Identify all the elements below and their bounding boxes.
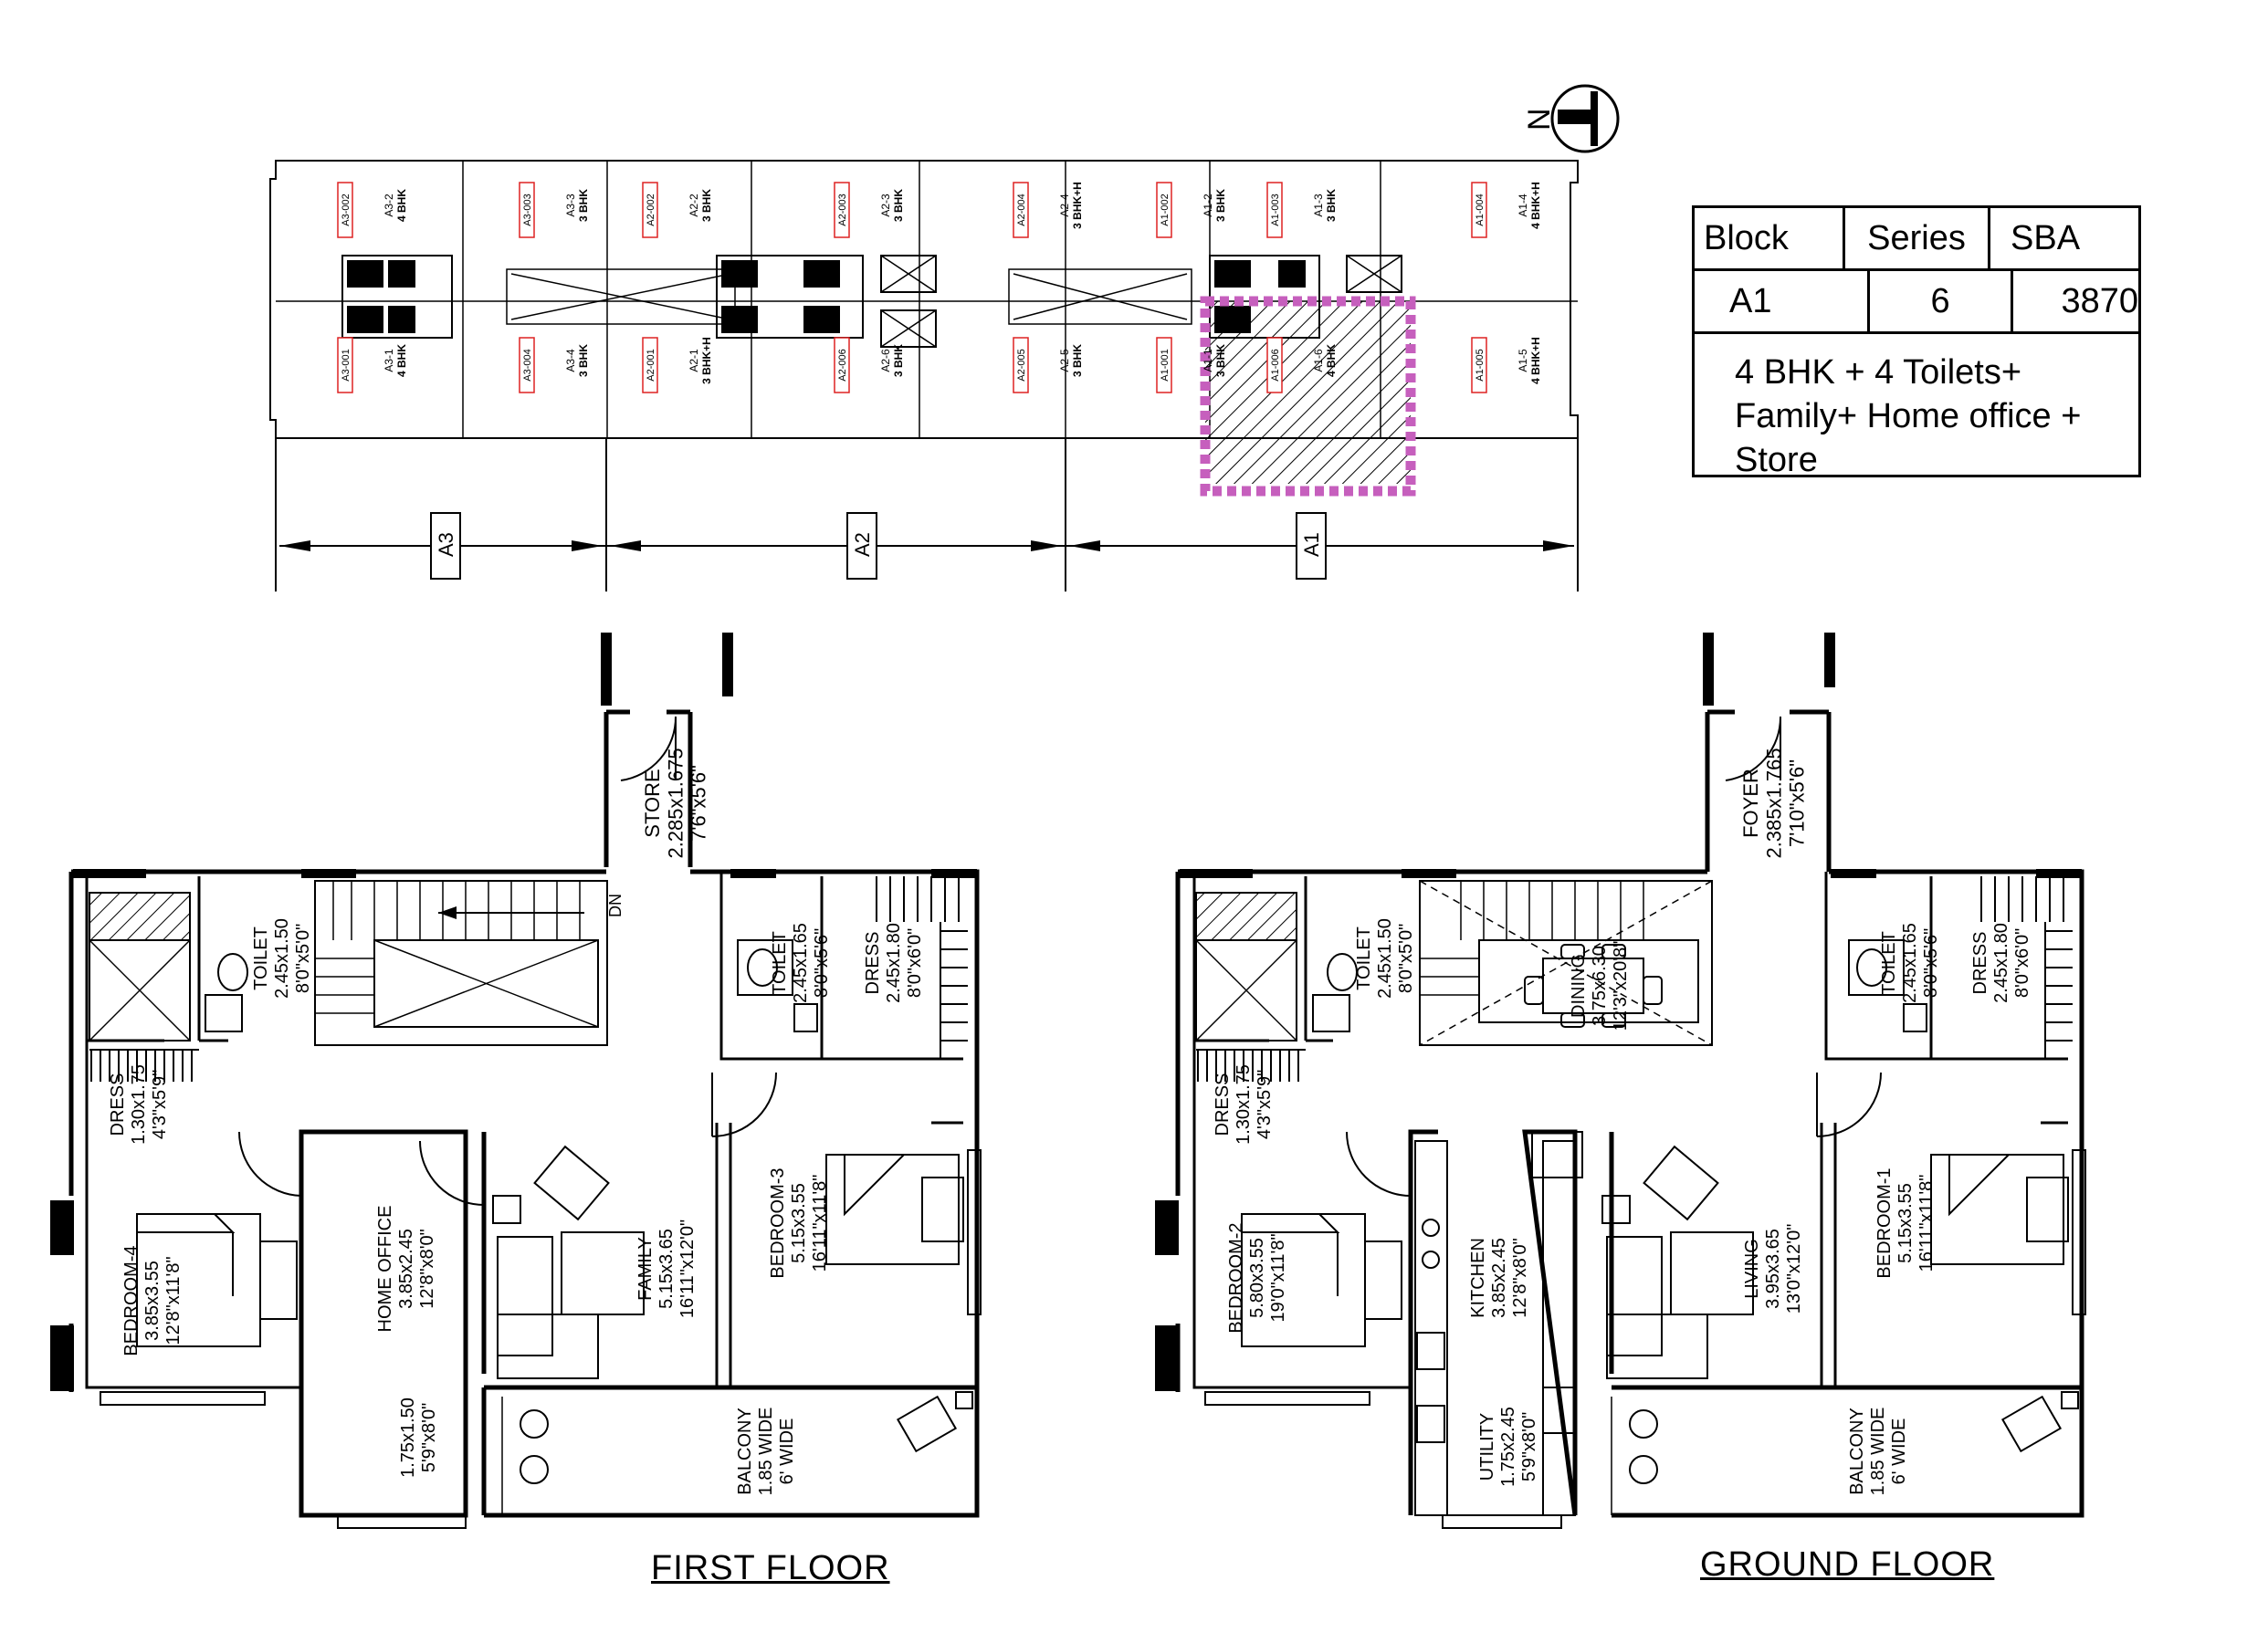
- room-label-kitchen: KITCHEN3.85x2.4512'8"x8'0": [1468, 1238, 1530, 1318]
- room-label-toilet: TOILET2.45x1.658'0"x5'6": [1879, 923, 1941, 1003]
- unit-label: A2-13 BHK+H: [688, 337, 713, 384]
- room-label-dress: DRESS2.45x1.808'0"x6'0": [863, 923, 925, 1003]
- unit-code-box: [519, 182, 535, 238]
- unit-code-box: [1266, 182, 1283, 238]
- room-label-balcony: BALCONY1.85 WIDE6' WIDE: [1847, 1408, 1909, 1496]
- unit-code-box: [1471, 337, 1487, 393]
- room-label-unnamed: 1.75x1.505'9"x8'0": [398, 1397, 439, 1478]
- unit-label: A1-23 BHK: [1202, 189, 1227, 222]
- room-label-bedroom-1: BEDROOM-15.15x3.5516'11"x11'8": [1874, 1167, 1937, 1278]
- header-sba: SBA: [2011, 218, 2081, 257]
- unit-info-table: Block Series SBA A1 6 3870 4 BHK + 4 Toi…: [1692, 205, 2141, 479]
- block-label-a2: A2: [851, 532, 874, 557]
- selected-unit-hatch: [1205, 301, 1411, 484]
- unit-code: A2-006: [837, 349, 848, 381]
- unit-code: A1-001: [1160, 349, 1171, 381]
- unit-label: A1-64 BHK: [1312, 344, 1338, 377]
- unit-code: A2-003: [837, 194, 848, 225]
- room-label-toilet: TOILET2.45x1.508'0"x5'0": [251, 918, 313, 999]
- unit-label: A1-13 BHK: [1202, 344, 1227, 377]
- room-label-balcony: BALCONY1.85 WIDE6' WIDE: [735, 1408, 797, 1496]
- first-floor-title: FIRST FLOOR: [651, 1549, 890, 1587]
- unit-code-box: [642, 182, 658, 238]
- room-label-bedroom-3: BEDROOM-35.15x3.5516'11"x11'8": [768, 1167, 830, 1278]
- selected-unit-outline: [1200, 296, 1416, 497]
- header-series: Series: [1845, 208, 1990, 268]
- block-label-a1: A1: [1300, 532, 1323, 557]
- value-series: 6: [1870, 271, 2014, 331]
- unit-label: A2-23 BHK: [688, 189, 713, 222]
- room-label-dress: DRESS2.45x1.808'0"x6'0": [1970, 923, 2032, 1003]
- unit-label: A2-43 BHK+H: [1058, 182, 1084, 229]
- unit-label: A2-53 BHK: [1058, 344, 1084, 377]
- unit-code: A2-002: [646, 194, 656, 225]
- unit-code-box: [1156, 337, 1172, 393]
- unit-code: A1-006: [1270, 349, 1281, 381]
- unit-code-box: [1013, 337, 1029, 393]
- north-label: N: [1522, 108, 1557, 131]
- unit-code: A1-004: [1475, 194, 1486, 225]
- unit-code: A3-003: [522, 194, 533, 225]
- unit-code: A2-001: [646, 349, 656, 381]
- ground-floor-title: GROUND FLOOR: [1700, 1545, 1995, 1584]
- unit-code: A3-002: [341, 194, 352, 225]
- value-sba: 3870: [2061, 281, 2138, 320]
- room-label-foyer: FOYER2.385x1.7657'10"x5'6": [1739, 748, 1809, 858]
- room-label-family: FAMILY5.15x3.6516'11"x12'0": [635, 1220, 698, 1318]
- unit-code: A2-005: [1016, 349, 1027, 381]
- unit-code-box: [834, 182, 850, 238]
- room-label-store: STORE2.285x1.6757'6"x5'6": [641, 748, 710, 858]
- room-label-bedroom-4: BEDROOM-43.85x3.5512'8"x11'8": [121, 1245, 184, 1356]
- unit-code-box: [642, 337, 658, 393]
- unit-description: 4 BHK + 4 Toilets+ Family+ Home office +…: [1735, 353, 2082, 479]
- block-label-a3: A3: [435, 532, 457, 557]
- key-plan: A3-002 A3-24 BHK A3-003 A3-33 BHK A2-002 A2-2…: [269, 160, 1579, 591]
- unit-label: A1-54 BHK+H: [1517, 337, 1542, 384]
- ground-floor-plan: [1155, 633, 2086, 1529]
- unit-code: A2-004: [1016, 194, 1027, 225]
- room-label-dress: DRESS1.30x1.754'3"x5'9": [1213, 1064, 1275, 1145]
- unit-label: A3-33 BHK: [564, 189, 590, 222]
- room-label-living: LIVING3.95x3.6513'0"x12'0": [1742, 1224, 1804, 1314]
- value-block: A1: [1695, 271, 1870, 331]
- unit-code-box: [337, 182, 353, 238]
- unit-code-box: [834, 337, 850, 393]
- unit-label: A1-44 BHK+H: [1517, 182, 1542, 229]
- unit-code: A1-002: [1160, 194, 1171, 225]
- unit-label: A1-33 BHK: [1312, 189, 1338, 222]
- unit-code: A1-003: [1270, 194, 1281, 225]
- unit-label: A3-24 BHK: [383, 189, 408, 222]
- unit-code: A3-004: [522, 349, 533, 381]
- unit-code-box: [1156, 182, 1172, 238]
- unit-code: A3-001: [341, 349, 352, 381]
- first-floor-plan: [50, 633, 982, 1529]
- unit-code-box: [1266, 337, 1283, 393]
- room-label-utility: UTILITY1.75x2.455'9"x8'0": [1477, 1407, 1539, 1487]
- stair-down-label: DN: [606, 894, 625, 917]
- unit-code-box: [519, 337, 535, 393]
- room-label-toilet: TOILET2.45x1.658'0"x5'6": [770, 923, 832, 1003]
- room-label-toilet: TOILET2.45x1.508'0"x5'0": [1354, 918, 1416, 999]
- unit-label: A2-33 BHK: [879, 189, 905, 222]
- room-label-dining: DINING3.75x6.3012'3"x20'8": [1569, 941, 1631, 1031]
- unit-label: A3-14 BHK: [383, 344, 408, 377]
- room-label-bedroom-2: BEDROOM-25.80x3.5519'0"x11'8": [1226, 1222, 1288, 1333]
- unit-label: A2-63 BHK: [879, 344, 905, 377]
- unit-label: A3-43 BHK: [564, 344, 590, 377]
- room-label-dress: DRESS1.30x1.754'3"x5'9": [108, 1064, 170, 1145]
- north-arrow-icon: N: [1522, 84, 1620, 153]
- header-block: Block: [1695, 208, 1845, 268]
- unit-code-box: [337, 337, 353, 393]
- unit-code-box: [1471, 182, 1487, 238]
- unit-code-box: [1013, 182, 1029, 238]
- room-label-home-office: HOME OFFICE3.85x2.4512'8"x8'0": [375, 1206, 437, 1333]
- unit-code: A1-005: [1475, 349, 1486, 381]
